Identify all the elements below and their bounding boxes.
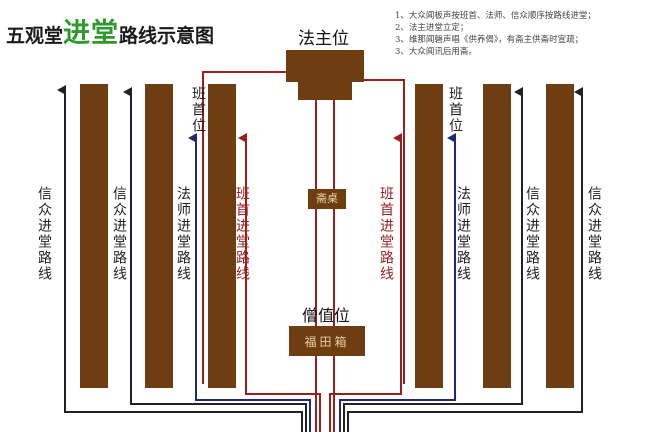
instruction-notes: 1、大众闻板声按班首、法师、信众顺序按路线进堂； 2、法主进堂立定； 3、维那闻… — [395, 10, 596, 58]
note-4: 3、大众闻讯后用斋。 — [395, 47, 477, 57]
believer-route-left-inner — [123, 87, 307, 432]
title-emphasis: 进堂 — [63, 18, 120, 49]
center-table — [308, 189, 346, 209]
master-route-right — [339, 133, 456, 432]
note-3: 3、维那闻磬声唱《供养偈》，有斋主供斋时宣疏； — [395, 35, 584, 45]
ban-shou-seat-label-right: 班首位 — [447, 86, 463, 134]
leader-route-right-loop — [333, 79, 405, 432]
dharma-master-step — [298, 82, 352, 100]
dharma-master-seat-label: 法主位 — [298, 29, 349, 49]
title-part1: 五观堂 — [6, 25, 64, 47]
bench-left-2 — [145, 84, 173, 388]
bench-right-1 — [415, 84, 443, 388]
fu-tian-box — [289, 326, 365, 356]
bench-left-3 — [208, 84, 236, 388]
title-part3: 路线示意图 — [119, 25, 215, 47]
seng-zhi-seat-label: 僧值位 — [302, 306, 351, 325]
believer-route-label-4: 信众进堂路线 — [586, 186, 602, 282]
master-route-left — [188, 133, 311, 432]
center-table-label: 斋桌 — [316, 192, 338, 205]
note-1: 1、大众闻板声按班首、法师、信众顺序按路线进堂； — [395, 11, 596, 21]
fu-tian-box-label: 福田箱 — [304, 335, 350, 349]
leader-route-label-left: 班首进堂路线 — [234, 186, 250, 282]
dharma-master-table — [286, 50, 364, 82]
bench-left-1 — [80, 84, 108, 388]
believer-route-left-outer — [57, 85, 303, 432]
believer-route-right-outer — [347, 87, 583, 432]
leader-route-left — [238, 133, 321, 432]
believer-route-right-inner — [343, 87, 523, 432]
note-2: 2、法主进堂立定； — [395, 23, 469, 33]
master-route-label-left: 法师进堂路线 — [175, 186, 191, 282]
leader-route-left-loop — [202, 71, 317, 432]
bench-right-2 — [483, 84, 511, 388]
believer-route-label-1: 信众进堂路线 — [36, 186, 52, 282]
believer-route-label-3: 信众进堂路线 — [524, 186, 540, 282]
believer-route-label-2: 信众进堂路线 — [111, 186, 127, 282]
ban-shou-seat-label-left: 班首位 — [190, 86, 206, 134]
bench-right-3 — [546, 84, 574, 388]
diagram-title: 五观堂进堂路线示意图 — [6, 20, 215, 48]
master-route-label-right: 法师进堂路线 — [455, 186, 471, 282]
leader-route-label-right: 班首进堂路线 — [378, 186, 394, 282]
leader-route-right — [329, 133, 402, 432]
